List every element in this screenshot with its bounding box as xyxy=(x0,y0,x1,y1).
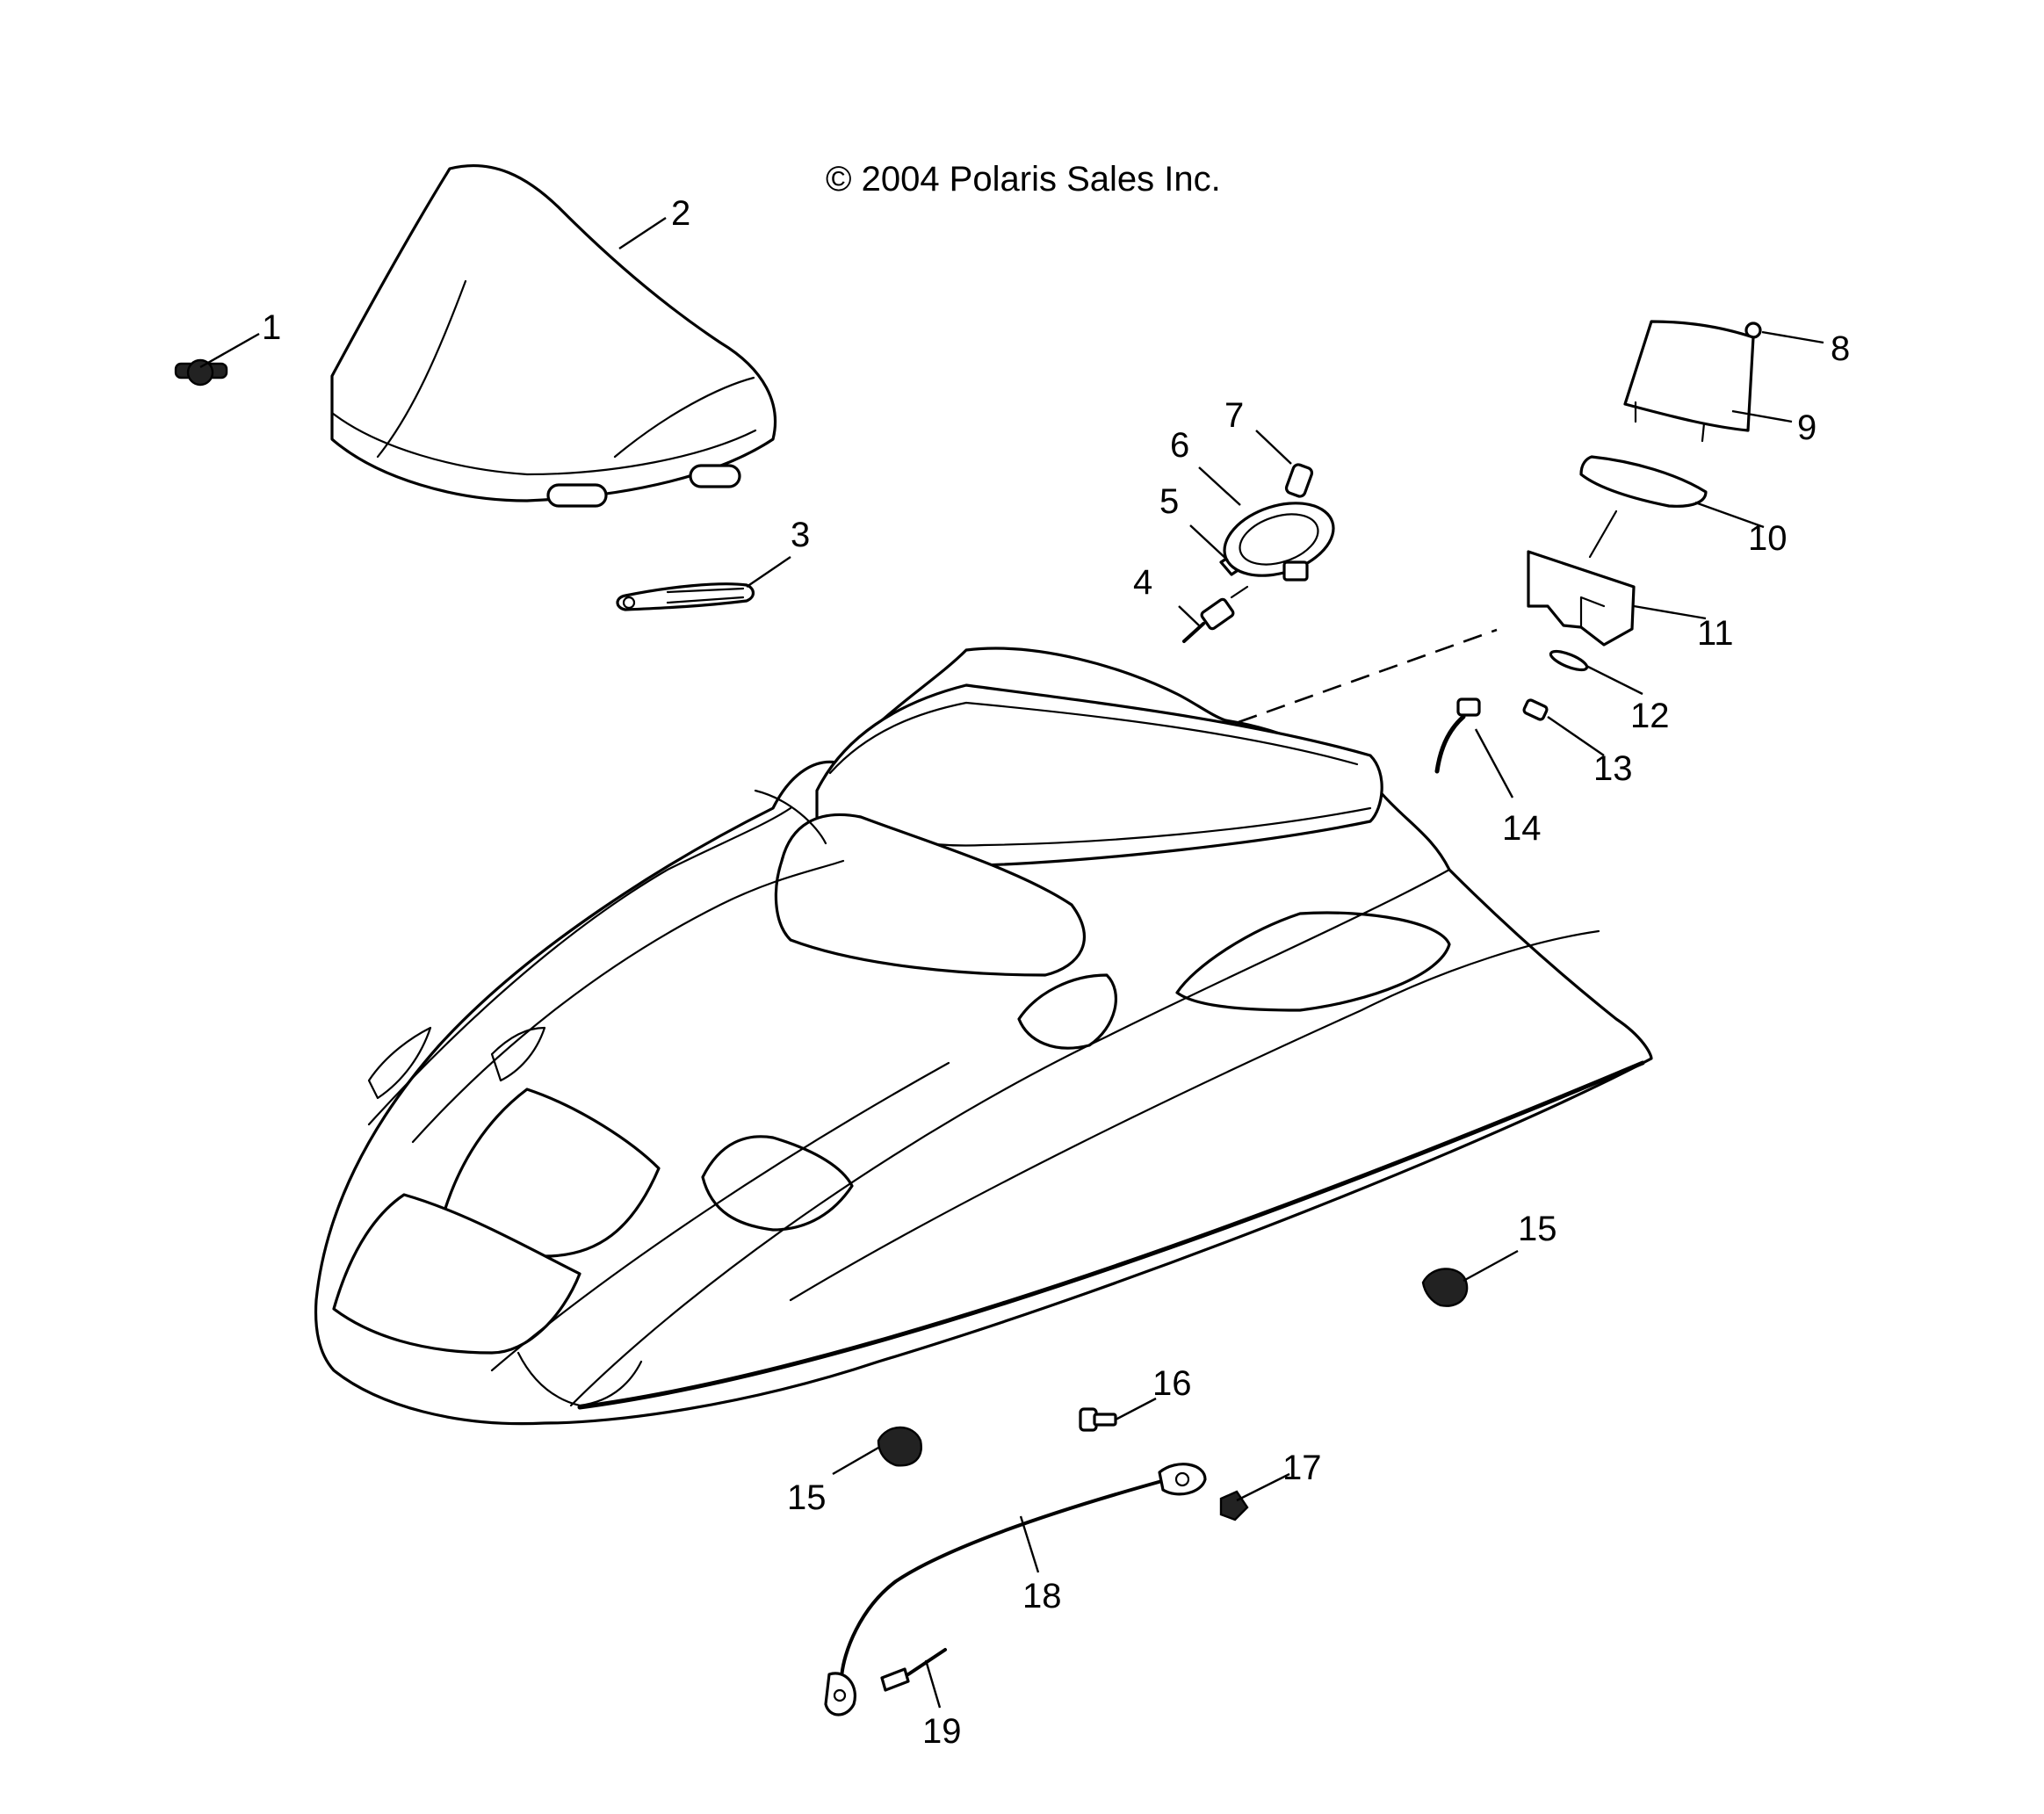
bulb[interactable] xyxy=(1284,463,1314,498)
fastener-right[interactable] xyxy=(1421,1268,1469,1307)
callout-8: 8 xyxy=(1831,329,1850,368)
callout-10: 10 xyxy=(1748,519,1788,558)
connector[interactable] xyxy=(1182,585,1249,643)
leader-lines xyxy=(199,216,1824,1709)
callout-15-left: 15 xyxy=(787,1478,827,1517)
callout-1: 1 xyxy=(262,308,281,347)
callout-7: 7 xyxy=(1224,396,1244,435)
bolt[interactable] xyxy=(1079,1407,1117,1432)
callout-14: 14 xyxy=(1502,809,1542,848)
clip[interactable] xyxy=(1549,647,1589,673)
callout-5: 5 xyxy=(1159,482,1179,521)
copyright-notice: © 2004 Polaris Sales Inc. xyxy=(826,160,1221,199)
callout-18: 18 xyxy=(1022,1577,1062,1615)
windshield[interactable] xyxy=(330,164,777,508)
lens[interactable] xyxy=(1579,455,1708,508)
bezel-ring[interactable] xyxy=(1215,490,1342,589)
nut[interactable] xyxy=(1522,698,1549,721)
callout-15-right: 15 xyxy=(1518,1210,1557,1248)
hood-body[interactable] xyxy=(314,647,1653,1426)
assembly-line xyxy=(1238,628,1498,724)
pop-rivet[interactable] xyxy=(880,1648,947,1692)
gauge-housing[interactable] xyxy=(1527,550,1636,647)
strap[interactable] xyxy=(616,582,755,611)
callout-6: 6 xyxy=(1170,426,1189,465)
gauge-cover[interactable] xyxy=(1623,320,1755,443)
lock-nut[interactable] xyxy=(1219,1490,1249,1521)
callout-13: 13 xyxy=(1593,749,1633,788)
callout-9: 9 xyxy=(1797,408,1816,447)
tether-cable[interactable] xyxy=(824,1463,1207,1716)
callout-19: 19 xyxy=(922,1712,962,1751)
callout-2: 2 xyxy=(671,194,690,233)
callout-16: 16 xyxy=(1152,1364,1192,1403)
callout-11: 11 xyxy=(1697,614,1734,653)
wire-harness[interactable] xyxy=(1434,697,1481,774)
callout-12: 12 xyxy=(1630,697,1670,735)
assembly-arrow xyxy=(1588,510,1618,559)
callout-labels: 1 2 3 4 5 6 7 8 9 10 11 12 13 14 15 15 1… xyxy=(262,194,1850,1751)
push-rivet[interactable] xyxy=(174,358,228,387)
callout-3: 3 xyxy=(791,516,810,554)
callout-4: 4 xyxy=(1133,563,1152,602)
callout-17: 17 xyxy=(1282,1449,1322,1487)
fastener-left[interactable] xyxy=(877,1426,922,1467)
